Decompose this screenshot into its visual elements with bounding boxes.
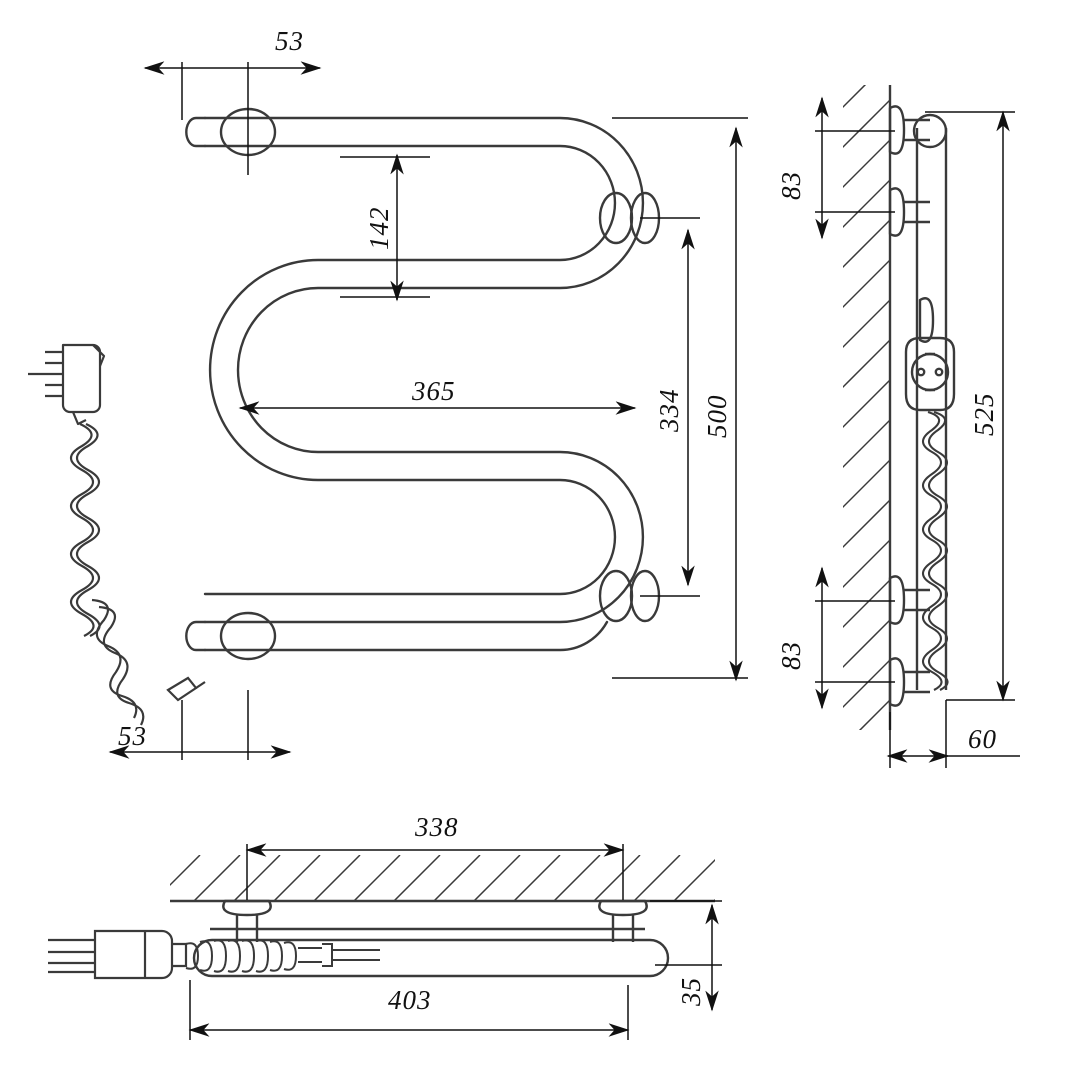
mount-boss-right-bottom (598, 569, 634, 623)
dim-top-length: 403 (388, 985, 432, 1015)
mount-boss-bottom (219, 611, 277, 661)
plug-prongs (28, 350, 63, 398)
top-coiled-cord (185, 939, 380, 973)
front-dimensions (108, 61, 748, 760)
dim-bottom-offset: 53 (118, 721, 147, 751)
wall-plate-top (888, 105, 906, 155)
dim-bend-height: 142 (364, 207, 394, 251)
top-wall-plate-left (222, 899, 272, 917)
plug-body (61, 343, 102, 414)
dim-top-offset: 53 (275, 26, 304, 56)
side-dimensions (815, 96, 1020, 768)
top-plug (48, 929, 188, 980)
dim-bracket-top: 83 (776, 171, 806, 200)
coiled-cord-upper (69, 422, 95, 637)
wall-hatching (843, 85, 890, 730)
coiled-cord-lower (91, 598, 206, 726)
top-wall-plate-right (598, 899, 648, 917)
front-view-geometry (185, 107, 661, 661)
front-plug-assembly (28, 343, 106, 426)
dim-top-mount-spacing: 338 (414, 812, 459, 842)
dim-mount-spacing: 334 (654, 389, 684, 434)
top-dimensions (188, 843, 722, 1040)
dim-top-projection: 35 (676, 977, 706, 1007)
top-view (48, 855, 715, 980)
dim-bracket-bottom: 83 (776, 641, 806, 670)
dim-overall-height: 500 (702, 395, 732, 439)
socket-body (904, 336, 956, 412)
dim-inner-width: 365 (411, 376, 456, 406)
side-coiled-cord (921, 410, 949, 691)
dim-depth: 60 (968, 724, 997, 754)
wall-hatching-top (170, 855, 715, 902)
side-view (843, 85, 956, 730)
dim-side-height: 525 (969, 393, 999, 437)
